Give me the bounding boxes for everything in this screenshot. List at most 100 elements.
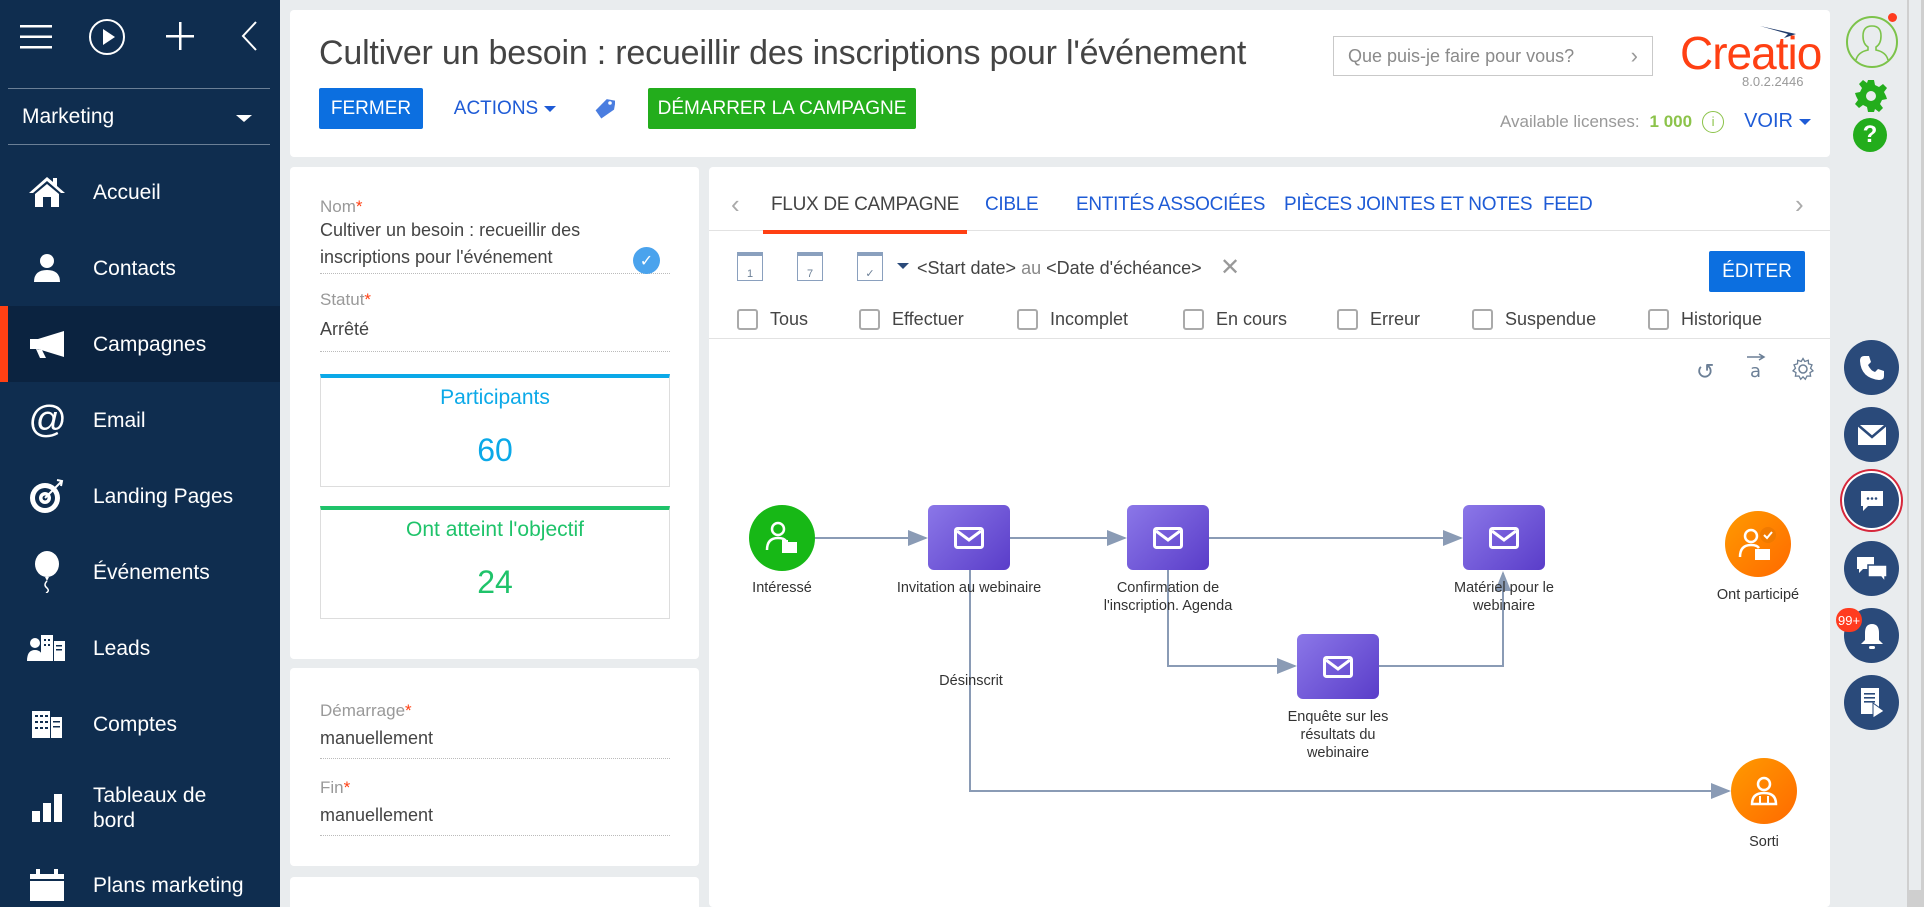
email-icon: [1489, 526, 1519, 549]
start-label: Démarrage*: [320, 701, 412, 720]
sidebar-item-campagnes[interactable]: Campagnes: [0, 306, 280, 382]
schedule-panel: Démarrage* manuellement Fin* manuellemen…: [290, 668, 699, 866]
clear-date-icon[interactable]: ✕: [1220, 254, 1241, 281]
info-icon[interactable]: i: [1702, 110, 1725, 133]
view-button[interactable]: VOIR: [1744, 110, 1811, 133]
chevron-down-icon: [1799, 118, 1811, 125]
start-campaign-button[interactable]: DÉMARRER LA CAMPAGNE: [648, 88, 916, 129]
workspace-selector[interactable]: Marketing: [8, 88, 270, 145]
calendar-custom-icon[interactable]: ✓: [857, 252, 883, 281]
tag-button[interactable]: [590, 88, 620, 129]
filter-suspendue[interactable]: Suspendue: [1472, 309, 1596, 330]
sidebar-item-accueil[interactable]: Accueil: [0, 154, 280, 230]
email-icon: [1323, 655, 1353, 678]
email-button[interactable]: [1844, 407, 1899, 462]
flow-connectors: [815, 530, 1731, 799]
sidebar-item-comptes[interactable]: Comptes: [0, 686, 280, 762]
start-value[interactable]: manuellement: [320, 721, 670, 759]
node-interesse[interactable]: [749, 505, 815, 571]
phone-button[interactable]: [1844, 340, 1899, 395]
filter-tous[interactable]: Tous: [737, 309, 808, 330]
due-date[interactable]: <Date d'échéance>: [1046, 258, 1202, 278]
sidebar-toolbar: [20, 18, 270, 68]
name-label: Nom*: [320, 197, 363, 216]
sidebar-item-leads[interactable]: Leads: [0, 610, 280, 686]
process-button[interactable]: [1844, 675, 1899, 730]
participants-card[interactable]: Participants 60: [320, 374, 670, 487]
date-range[interactable]: <Start date> au <Date d'échéance>: [917, 258, 1202, 278]
refresh-icon[interactable]: ↺: [1696, 359, 1715, 384]
node-label: Enquête sur les résultats du webinaire: [1287, 709, 1389, 761]
node-enquete[interactable]: [1297, 634, 1379, 699]
status-field[interactable]: Statut* Arrêté: [320, 290, 670, 352]
sidebar-item-evenements[interactable]: Événements: [0, 534, 280, 610]
filter-erreur[interactable]: Erreur: [1337, 309, 1420, 330]
tabs-scroll-left-icon[interactable]: ‹: [731, 189, 740, 219]
chevron-down-icon[interactable]: [897, 263, 909, 269]
licenses-info: Available licenses: 1 000 i VOIR: [1500, 110, 1811, 133]
tab-cible[interactable]: CIBLE: [985, 194, 1039, 215]
sidebar-item-plans-marketing[interactable]: Plans marketing: [0, 850, 280, 907]
filter-effectuer[interactable]: Effectuer: [859, 309, 964, 330]
auto-arrange-icon[interactable]: a: [1745, 353, 1767, 387]
play-icon[interactable]: [88, 18, 126, 61]
collapse-chevron-icon[interactable]: [240, 20, 258, 57]
add-icon[interactable]: [164, 20, 196, 57]
chevron-right-icon[interactable]: ›: [1630, 43, 1638, 68]
node-confirmation[interactable]: [1127, 505, 1209, 570]
tab-entites-associees[interactable]: ENTITÉS ASSOCIÉES: [1076, 194, 1266, 215]
status-value[interactable]: Arrêté: [320, 310, 670, 352]
end-field[interactable]: Fin* manuellement: [320, 778, 670, 836]
filter-en-cours[interactable]: En cours: [1183, 309, 1287, 330]
sidebar-item-tableaux-de-bord[interactable]: Tableaux de bord: [0, 762, 280, 854]
calendar-day-icon[interactable]: 1: [737, 252, 763, 281]
campaign-flow-diagram[interactable]: Intéressé Invitation au webinaire Confir…: [709, 167, 1830, 850]
calendar-week-icon[interactable]: 7: [797, 252, 823, 281]
node-label: Ont participé: [1716, 587, 1800, 603]
chevron-down-icon: [544, 105, 557, 112]
conversation-icon: [1856, 556, 1888, 583]
email-icon: [954, 526, 984, 549]
name-field[interactable]: Nom* Cultiver un besoin : recueillir des…: [320, 197, 670, 274]
node-ont-participe[interactable]: [1725, 511, 1791, 577]
sidebar-item-contacts[interactable]: Contacts: [0, 230, 280, 306]
close-button[interactable]: FERMER: [319, 88, 423, 129]
page-scrollbar[interactable]: [1907, 0, 1924, 907]
user-avatar[interactable]: [1846, 16, 1898, 68]
node-label: Matériel pour le webinaire: [1454, 580, 1554, 614]
chat-button[interactable]: [1844, 473, 1899, 528]
edge-label-desinscrit: Désinscrit: [939, 673, 1003, 689]
settings-gear-icon[interactable]: [1791, 357, 1815, 387]
scrollbar-thumb[interactable]: [1909, 0, 1921, 890]
chat-bubble-icon: [1860, 490, 1883, 511]
node-materiel[interactable]: [1463, 505, 1545, 570]
tab-pieces-jointes[interactable]: PIÈCES JOINTES ET NOTES: [1284, 194, 1533, 215]
user-silhouette-icon: [1855, 25, 1889, 61]
start-date[interactable]: <Start date>: [917, 258, 1017, 278]
filter-historique[interactable]: Historique: [1648, 309, 1762, 330]
sidebar-item-landing-pages[interactable]: Landing Pages: [0, 458, 280, 534]
notification-badge: 99+: [1836, 608, 1863, 632]
creatio-logo: Creatio: [1680, 26, 1822, 80]
menu-icon[interactable]: [20, 24, 52, 55]
end-value[interactable]: manuellement: [320, 798, 670, 836]
settings-gear-icon[interactable]: [1853, 78, 1889, 119]
node-sorti[interactable]: [1731, 758, 1797, 824]
tab-feed[interactable]: FEED: [1543, 194, 1593, 215]
goal-reached-card[interactable]: Ont atteint l'objectif 24: [320, 506, 670, 619]
sidebar-item-email[interactable]: @ Email: [0, 382, 280, 458]
edit-button[interactable]: ÉDITER: [1709, 251, 1805, 292]
feed-button[interactable]: [1844, 541, 1899, 596]
tab-flux-de-campagne[interactable]: FLUX DE CAMPAGNE: [762, 194, 968, 234]
person-icon: [26, 247, 68, 289]
tabs-scroll-right-icon[interactable]: ›: [1795, 189, 1804, 219]
name-value[interactable]: Cultiver un besoin : recueillir des insc…: [320, 217, 670, 274]
start-field[interactable]: Démarrage* manuellement: [320, 701, 670, 759]
command-search-input[interactable]: Que puis-je faire pour vous? ›: [1333, 36, 1653, 76]
participants-label: Participants: [440, 386, 550, 409]
node-invitation[interactable]: [928, 505, 1010, 570]
filter-incomplet[interactable]: Incomplet: [1017, 309, 1128, 330]
search-placeholder: Que puis-je faire pour vous?: [1348, 45, 1575, 66]
actions-button[interactable]: ACTIONS: [450, 88, 560, 129]
help-icon[interactable]: ?: [1853, 118, 1887, 152]
